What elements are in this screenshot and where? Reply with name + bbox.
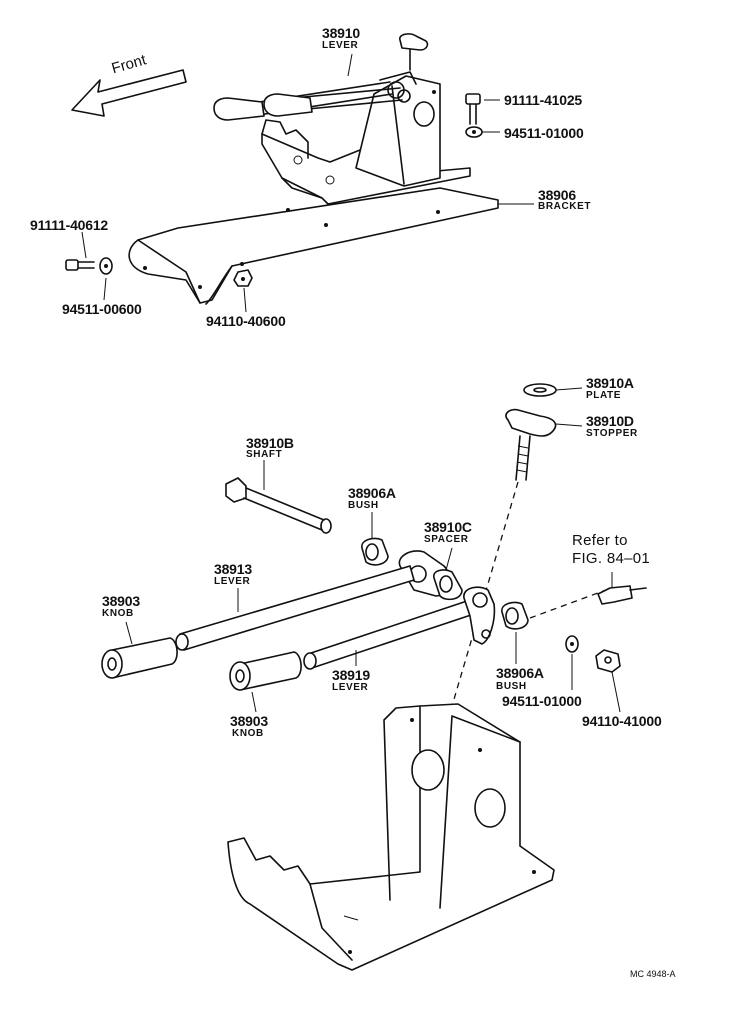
bracket-plate-shape	[128, 187, 499, 305]
knob-right-shape	[229, 651, 302, 713]
label-38919-name: LEVER	[332, 682, 369, 693]
bush-38906a-upper-shape	[361, 512, 389, 566]
lower-bracket-shape	[227, 703, 555, 971]
label-38919-number: 38919	[332, 667, 370, 683]
nut-low-shape	[595, 649, 621, 713]
label-38910d-name: STOPPER	[586, 428, 638, 439]
label-38910b-number: 38910B	[246, 435, 294, 451]
label-94511-01000-low: 94511-01000	[502, 693, 582, 709]
lever-stand-shape	[355, 75, 441, 187]
label-38906a-upper-number: 38906A	[348, 485, 396, 501]
label-94511-00600: 94511-00600	[62, 301, 142, 317]
label-38903-right-number: 38903	[230, 713, 268, 729]
reference-line-1: Refer to	[572, 532, 628, 549]
label-38903-right-name: KNOB	[232, 728, 264, 739]
knob-left-shape	[101, 621, 178, 679]
label-38903-left-name: KNOB	[102, 608, 134, 619]
label-38906a-lower-name: BUSH	[496, 681, 527, 692]
label-94110-40600: 94110-40600	[206, 313, 286, 329]
label-94511-01000-top: 94511-01000	[504, 125, 584, 141]
bottom-assembly	[101, 383, 647, 971]
label-38906a-lower-number: 38906A	[496, 665, 544, 681]
spacer-38910c-shape	[398, 547, 463, 601]
label-38910c-number: 38910C	[424, 519, 472, 535]
label-38910-number: 38910	[322, 25, 360, 41]
drawing-code: MC 4948-A	[630, 969, 676, 979]
label-38910d-number: 38910D	[586, 413, 634, 429]
label-38910a-name: PLATE	[586, 390, 622, 401]
washer-low-shape	[565, 635, 579, 690]
reference-part-shape	[597, 572, 647, 605]
label-38906a-upper-name: BUSH	[348, 500, 379, 511]
label-38913-number: 38913	[214, 561, 252, 577]
label-38910-name: LEVER	[322, 40, 359, 51]
label-38910c-name: SPACER	[424, 534, 469, 545]
label-94110-41000: 94110-41000	[582, 713, 662, 729]
reference-line-2: FIG. 84–01	[572, 550, 651, 567]
lever-rods-shape	[175, 565, 496, 670]
label-91111-41025: 91111-41025	[504, 92, 583, 108]
label-91111-40612: 91111-40612	[30, 217, 109, 233]
shaft-38910b-shape	[225, 460, 332, 534]
top-stopper-shape	[399, 33, 429, 71]
top-levers-shape	[213, 71, 417, 121]
label-38910b-name: SHAFT	[246, 449, 283, 460]
small-fasteners-shape	[65, 257, 253, 287]
bush-38906a-lower-shape	[501, 601, 529, 664]
plate-38910a-shape	[523, 383, 583, 397]
label-38906-name: BRACKET	[538, 201, 592, 212]
label-38910a-number: 38910A	[586, 375, 634, 391]
top-assembly	[65, 33, 534, 313]
front-arrow-icon	[71, 69, 187, 117]
stopper-38910d-shape	[505, 408, 583, 481]
label-38903-left-number: 38903	[102, 593, 140, 609]
top-bolt-shape	[465, 93, 483, 138]
label-38913-name: LEVER	[214, 576, 251, 587]
label-38906-number: 38906	[538, 187, 576, 203]
